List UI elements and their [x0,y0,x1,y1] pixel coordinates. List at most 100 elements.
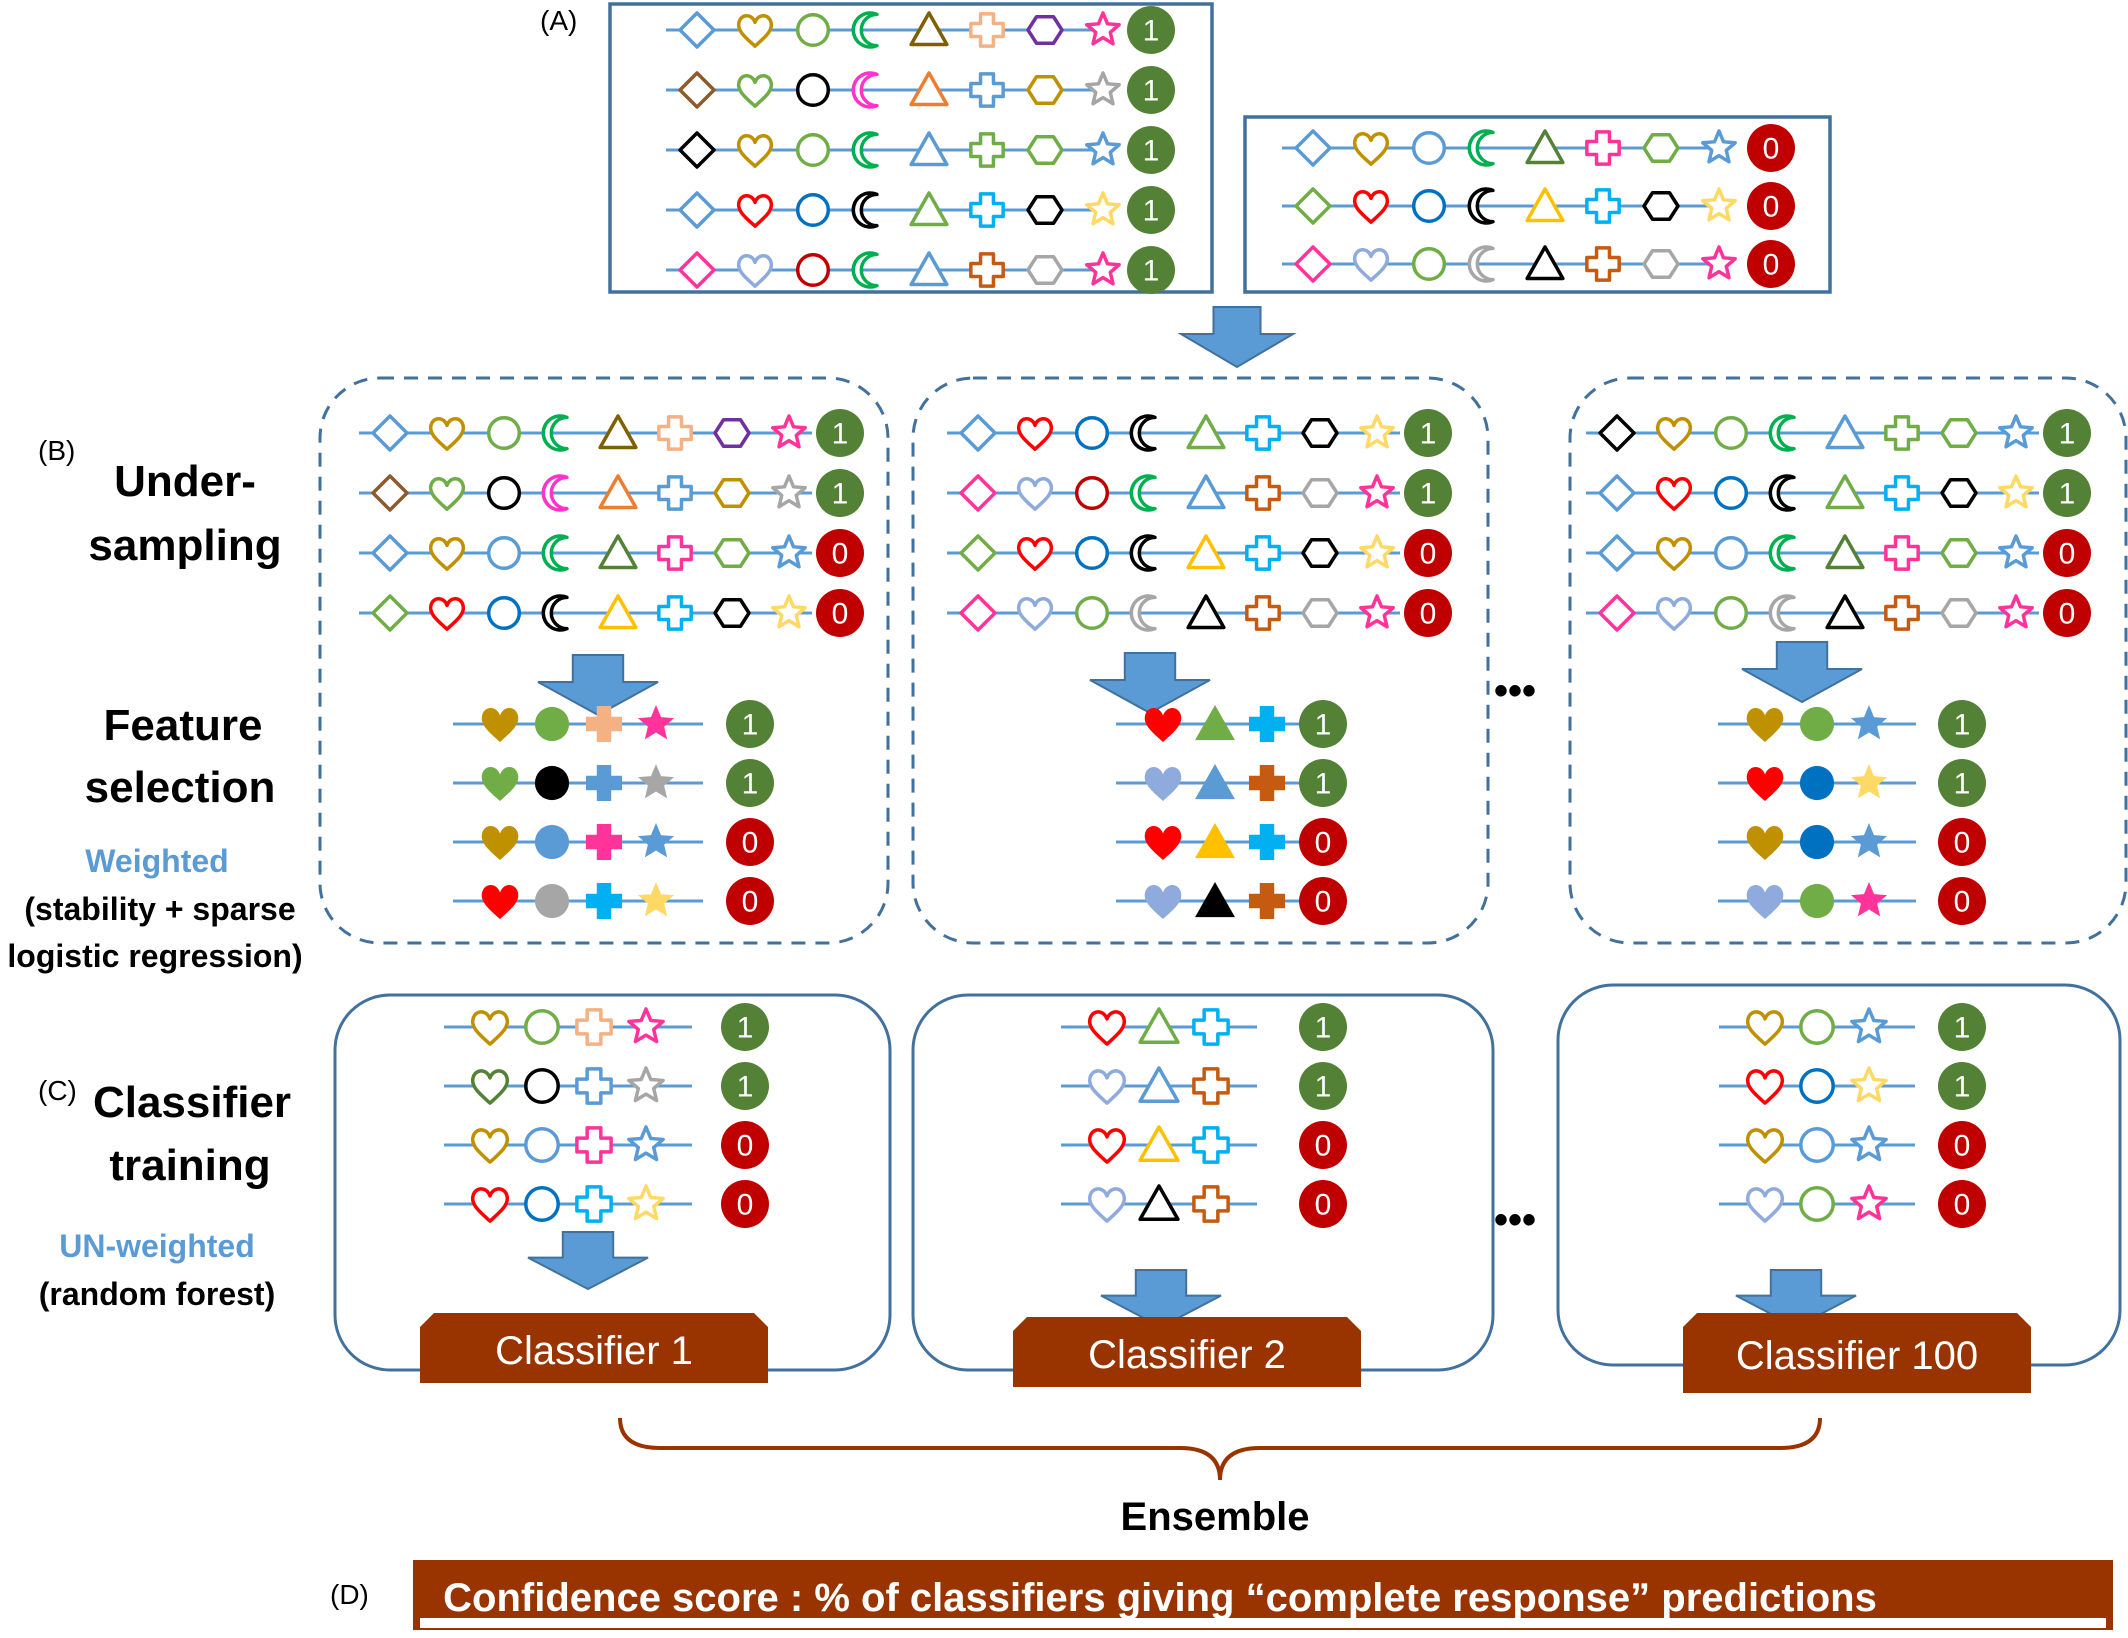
feature-row: 0 [1718,818,1986,866]
badge-value: 1 [737,1071,754,1104]
classifier-label: Classifier 2 [1088,1333,1286,1377]
panel-label-b: (B) [38,435,75,466]
badge-value: 1 [1143,75,1160,108]
cross-icon [1585,188,1621,224]
moon-icon [541,414,569,452]
star-icon [771,414,807,449]
heart-icon [1087,1187,1127,1223]
ensemble-brace [618,1417,1822,1481]
diamond-icon [1294,245,1332,283]
feature-row: 1 [453,700,774,748]
badge-value: 1 [832,478,849,511]
heart-icon [1144,708,1182,743]
diamond-icon [1598,594,1636,632]
heart-icon [1352,189,1390,224]
under-sampling-label-line2: sampling [88,521,281,570]
diamond-icon [371,594,409,632]
badge-value: 1 [1420,418,1437,451]
feature-row: 1 [1116,700,1347,748]
circle-icon [524,1068,560,1104]
circle-icon [534,706,570,742]
moon-icon [851,71,879,109]
diamond-icon [678,131,716,169]
heart-icon [1087,1069,1127,1105]
badge-circle [1938,1003,1986,1051]
badge-circle [1938,877,1986,925]
heart-icon [736,133,774,168]
badge-circle [2043,589,2091,637]
heart-icon [1745,1069,1785,1105]
circle-icon [1799,706,1835,742]
classifier-training-frame [911,993,1495,1372]
badge-circle [816,409,864,457]
triangle-icon [598,594,638,630]
circle-icon [1713,535,1749,571]
star-icon [627,1066,665,1103]
sample-row: 0 [1282,124,1795,172]
triangle-icon [1195,764,1235,800]
circle-icon [534,883,570,919]
training-row: 1 [1719,1003,1986,1051]
moon-icon [1129,414,1157,452]
triangle-icon [1825,534,1865,570]
star-icon [1359,534,1395,569]
circle-icon [486,595,522,631]
positive-samples-frame [608,2,1214,294]
sample-row: 0 [1586,529,2091,577]
heart-icon [1745,1010,1785,1046]
badge-value: 0 [1315,827,1332,860]
badge-circle [1747,124,1795,172]
heart-icon [1746,885,1784,920]
moon-icon [1467,245,1495,283]
classifier-shape [420,1313,768,1383]
class-label-badge: 0 [816,529,864,577]
diamond-icon [959,534,997,572]
star-icon [1085,131,1121,166]
heart-icon [470,1010,510,1046]
star-icon [1998,594,2034,629]
cross-icon [657,415,693,451]
sample-row: 1 [666,6,1175,54]
triangle-icon [598,414,638,450]
cross-icon [657,595,693,631]
diamond-icon [959,594,997,632]
moon-icon [851,131,879,169]
sample-row: 1 [666,186,1175,234]
circle-icon [1799,765,1835,801]
heart-icon [1016,416,1054,451]
moon-icon [1129,534,1157,572]
heart-icon [1352,131,1390,166]
moon-icon [541,594,569,632]
heart-icon [1016,536,1054,571]
class-label-badge: 1 [1938,700,1986,748]
feature-row: 1 [1116,759,1347,807]
star-icon [637,882,675,917]
heart-icon [1746,767,1784,802]
star-icon [627,1007,665,1044]
circle-icon [1074,595,1110,631]
moon-icon [1129,474,1157,512]
cross-icon [969,132,1005,168]
cross-icon [969,72,1005,108]
class-label-badge: 0 [1938,818,1986,866]
moon-icon [1768,414,1796,452]
badge-value: 0 [1954,1189,1971,1222]
heart-icon [1087,1128,1127,1164]
heart-icon [428,476,466,511]
badge-value: 1 [1315,1012,1332,1045]
circle-icon [1799,1068,1835,1104]
heart-icon [1087,1010,1127,1046]
sample-row: 0 [359,529,864,577]
down-arrow-feature-selection [1089,652,1211,715]
circle-icon [795,132,831,168]
class-label-badge: 1 [1938,759,1986,807]
badge-value: 0 [742,886,759,919]
class-label-badge: 1 [721,1062,769,1110]
class-label-badge: 0 [721,1180,769,1228]
star-icon [627,1184,665,1221]
circle-icon [534,765,570,801]
moon-icon [851,191,879,229]
heart-icon [481,826,519,861]
hexagon-icon [713,478,751,508]
triangle-icon [1525,129,1565,165]
